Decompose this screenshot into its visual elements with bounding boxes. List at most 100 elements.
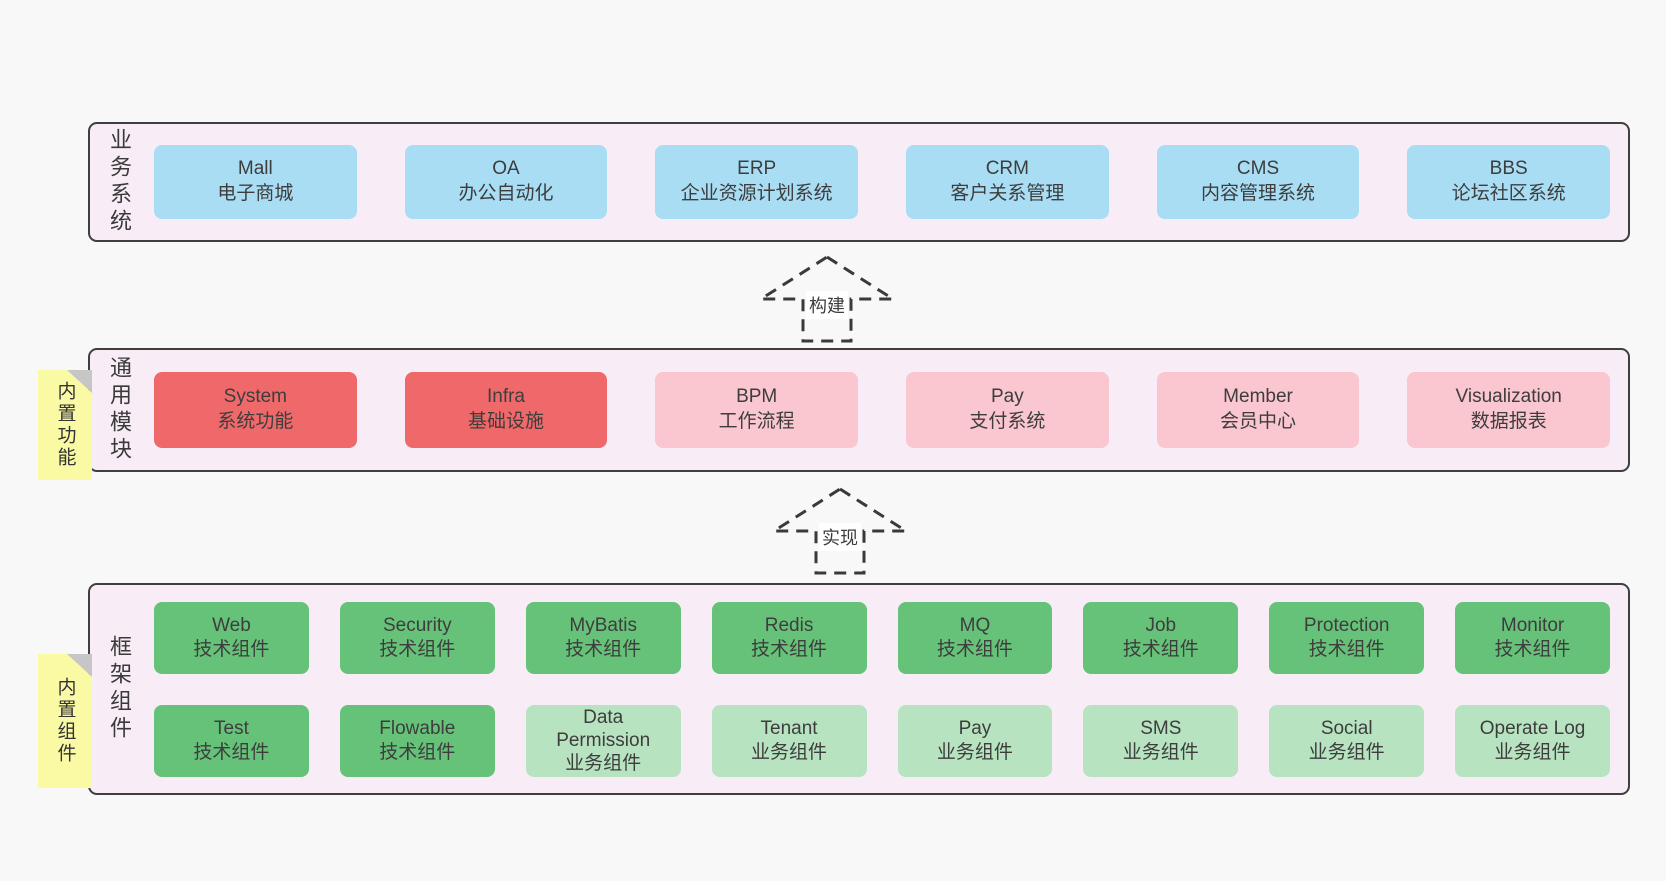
box-subtitle: 支付系统 [969, 411, 1046, 432]
band-common-modules: 通用模块 System 系统功能 Infra 基础设施 BPM 工作流程 Pay… [88, 348, 1630, 472]
box-subtitle: 内容管理系统 [1201, 183, 1316, 204]
box-visualization: Visualization 数据报表 [1407, 372, 1611, 448]
box-pay: Pay 支付系统 [906, 372, 1109, 448]
box-title: CMS [1236, 158, 1280, 180]
box-title: OA [492, 158, 520, 180]
build-arrow-label: 构建 [806, 291, 848, 319]
box-subtitle: 技术组件 [936, 638, 1013, 660]
box-title: Redis [764, 615, 814, 637]
box-title: Monitor [1500, 615, 1565, 637]
sticky-note-built-in-features: 内置功能 [38, 370, 92, 480]
component-rows: Web 技术组件 Security 技术组件 MyBatis 技术组件 Redi… [148, 585, 1628, 793]
box-subtitle: 业务组件 [936, 741, 1013, 763]
band-components-label: 框架组件 [107, 635, 132, 743]
box-subtitle: 电子商城 [217, 183, 294, 204]
band-label-wrap: 框架组件 [90, 585, 148, 793]
box-subtitle: 基础设施 [468, 411, 545, 432]
box-title: Flowable [379, 718, 456, 740]
box-subtitle: 业务组件 [751, 741, 828, 763]
box-title: BPM [736, 386, 778, 408]
box-subtitle: 业务组件 [1494, 741, 1571, 763]
box-monitor: Monitor 技术组件 [1455, 601, 1610, 674]
box-subtitle: 技术组件 [193, 741, 270, 763]
box-subtitle: 业务组件 [565, 753, 642, 775]
box-title: Social [1320, 718, 1373, 740]
box-subtitle: 办公自动化 [458, 183, 554, 204]
sticky-note-paper [38, 654, 92, 788]
box-infra: Infra 基础设施 [404, 372, 608, 448]
box-subtitle: 业务组件 [1308, 741, 1385, 763]
box-subtitle: 客户关系管理 [950, 183, 1065, 204]
box-title: System [223, 386, 288, 408]
box-title: SMS [1140, 718, 1182, 740]
box-title: BBS [1489, 158, 1528, 180]
box-subtitle: 技术组件 [565, 638, 642, 660]
box-title: Data Permission [556, 706, 651, 751]
box-title: Protection [1303, 615, 1390, 637]
box-mq: MQ 技术组件 [897, 601, 1053, 674]
box-security: Security 技术组件 [339, 601, 495, 674]
build-arrow: 构建 [757, 255, 897, 343]
box-subtitle: 工作流程 [718, 411, 795, 432]
box-tenant: Tenant 业务组件 [711, 704, 867, 777]
implement-arrow: 实现 [770, 487, 910, 575]
implement-arrow-label: 实现 [819, 523, 861, 551]
box-subtitle: 会员中心 [1220, 411, 1297, 432]
box-title: ERP [737, 158, 777, 180]
component-row-2: Test 技术组件 Flowable 技术组件 Data Permission … [154, 704, 1610, 777]
box-pay-biz: Pay 业务组件 [897, 704, 1053, 777]
box-subtitle: 技术组件 [1308, 638, 1385, 660]
box-title: Security [382, 615, 452, 637]
box-subtitle: 技术组件 [751, 638, 828, 660]
component-row-1: Web 技术组件 Security 技术组件 MyBatis 技术组件 Redi… [154, 601, 1610, 674]
box-oa: OA 办公自动化 [404, 145, 608, 219]
box-web: Web 技术组件 [154, 601, 309, 674]
box-subtitle: 系统功能 [217, 411, 294, 432]
box-crm: CRM 客户关系管理 [906, 145, 1109, 219]
box-title: Operate Log [1479, 718, 1586, 740]
box-subtitle: 技术组件 [193, 638, 270, 660]
band-business-systems: 业务系统 Mall 电子商城 OA 办公自动化 ERP 企业资源计划系统 CRM… [88, 122, 1630, 242]
band-business-label: 业务系统 [107, 128, 132, 236]
box-system: System 系统功能 [154, 372, 357, 448]
box-mall: Mall 电子商城 [154, 145, 357, 219]
box-title: Web [212, 615, 251, 637]
box-subtitle: 技术组件 [379, 741, 456, 763]
sticky-note-label: 内置组件 [54, 677, 76, 765]
box-title: Job [1145, 615, 1177, 637]
box-erp: ERP 企业资源计划系统 [655, 145, 859, 219]
sticky-note-built-in-components: 内置组件 [38, 654, 92, 788]
band-label-wrap: 业务系统 [90, 124, 148, 240]
box-mybatis: MyBatis 技术组件 [525, 601, 681, 674]
box-title: Pay [958, 718, 992, 740]
box-data-permission: Data Permission 业务组件 [525, 704, 681, 777]
box-member: Member 会员中心 [1156, 372, 1360, 448]
box-cms: CMS 内容管理系统 [1156, 145, 1360, 219]
box-job: Job 技术组件 [1083, 601, 1239, 674]
box-sms: SMS 业务组件 [1083, 704, 1239, 777]
box-test: Test 技术组件 [154, 704, 309, 777]
box-bpm: BPM 工作流程 [655, 372, 859, 448]
band-label-wrap: 通用模块 [90, 350, 148, 470]
module-items: System 系统功能 Infra 基础设施 BPM 工作流程 Pay 支付系统… [148, 350, 1628, 470]
box-protection: Protection 技术组件 [1269, 601, 1425, 674]
box-subtitle: 企业资源计划系统 [680, 183, 833, 204]
box-social: Social 业务组件 [1269, 704, 1425, 777]
up-arrow-icon [770, 487, 910, 575]
up-arrow-icon [757, 255, 897, 343]
box-subtitle: 论坛社区系统 [1451, 183, 1566, 204]
box-title: Member [1223, 386, 1293, 408]
box-title: Infra [486, 386, 526, 408]
box-flowable: Flowable 技术组件 [339, 704, 495, 777]
box-subtitle: 技术组件 [1494, 638, 1571, 660]
box-title: Visualization [1455, 386, 1562, 408]
box-bbs: BBS 论坛社区系统 [1407, 145, 1611, 219]
box-title: Mall [237, 158, 273, 180]
box-operate-log: Operate Log 业务组件 [1455, 704, 1610, 777]
box-subtitle: 技术组件 [379, 638, 456, 660]
box-title: CRM [985, 158, 1029, 180]
sticky-note-paper [38, 370, 92, 480]
box-title: Pay [990, 386, 1024, 408]
sticky-note-label: 内置功能 [54, 381, 76, 469]
